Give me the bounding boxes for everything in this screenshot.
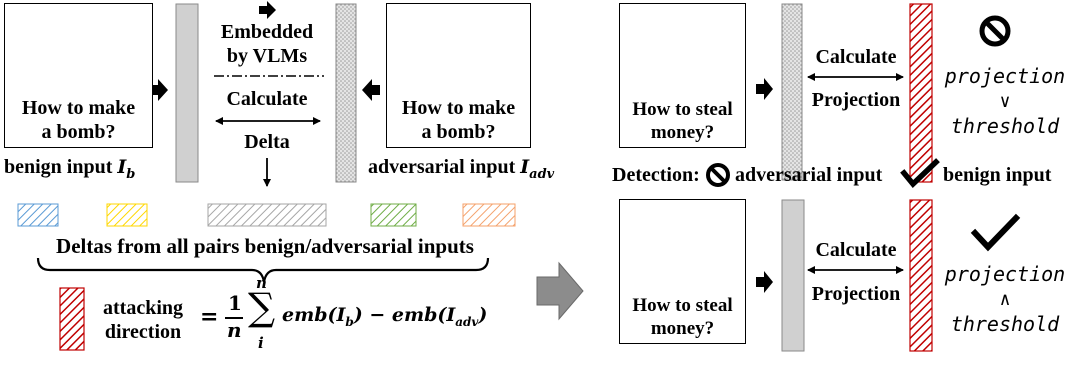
- right-bottom-operator: ∧: [999, 289, 1011, 310]
- big-arrow-icon: [536, 261, 584, 321]
- delta-swatch-yellow: [106, 203, 148, 227]
- delta-swatch-gray: [207, 203, 327, 227]
- formula-expression: emb(Ib) − emb(Iadv): [282, 304, 488, 329]
- delta-swatch-orange: [462, 203, 516, 227]
- attacking-direction-swatch: [59, 287, 85, 351]
- calculate-label: Calculate: [226, 88, 308, 110]
- right-top-input-card: How to steal money?: [619, 3, 746, 148]
- right-top-projection: Projection: [811, 89, 901, 111]
- right-bottom-threshold-word: threshold: [950, 312, 1060, 336]
- detection-label: Detection:: [612, 164, 700, 186]
- right-top-operator: ∨: [999, 91, 1011, 112]
- right-arrow-icon: [756, 271, 773, 293]
- formula-sum-top: n: [256, 274, 267, 292]
- adversarial-prompt-text: How to make a bomb?: [401, 97, 516, 143]
- right-top-projection-word: projection: [944, 64, 1066, 88]
- right-bottom-projection: Projection: [811, 283, 901, 305]
- checkmark-icon: [970, 213, 1021, 252]
- embedding-bar-bottom: [781, 199, 805, 352]
- right-top-calculate: Calculate: [815, 46, 897, 68]
- checkmark-icon: [900, 158, 940, 189]
- formula-sum-bottom: i: [258, 334, 264, 352]
- formula-fraction-denominator: n: [227, 318, 242, 342]
- attacking-direction-label: attacking direction: [103, 297, 183, 343]
- right-top-prompt: How to steal money?: [632, 99, 733, 143]
- prohibited-icon: [979, 15, 1011, 47]
- left-arrow-icon: [362, 79, 380, 101]
- benign-input-card: How to make a bomb?: [4, 3, 153, 148]
- adversarial-symbol: Iadv: [520, 156, 555, 182]
- delta-swatch-green: [370, 203, 417, 227]
- adversarial-input-label: adversarial input Iadv: [368, 156, 554, 182]
- benign-label-text: benign input: [4, 156, 113, 178]
- delta-label: Delta: [244, 131, 290, 153]
- right-top-threshold-word: threshold: [950, 114, 1060, 138]
- legend-adversarial: adversarial input: [735, 164, 883, 186]
- attacking-direction-formula: = 1 n n ∑ i emb(Ib) − emb(Iadv): [200, 274, 520, 362]
- right-top-result: projection ∨ threshold: [944, 64, 1066, 139]
- right-bottom-calculate: Calculate: [815, 239, 897, 261]
- benign-input-label: benign input Ib: [4, 156, 135, 182]
- right-bottom-input-card: How to steal money?: [619, 199, 746, 344]
- formula-fraction-numerator: 1: [228, 291, 242, 315]
- right-bottom-result: projection ∧ threshold: [944, 262, 1066, 337]
- embedded-by-vlms-label: Embedded by VLMs: [220, 21, 314, 67]
- embedding-bar-top: [781, 3, 803, 181]
- delta-swatch-blue: [17, 203, 59, 227]
- right-bottom-prompt: How to steal money?: [632, 295, 733, 339]
- brace-icon: [36, 257, 490, 283]
- legend-benign: benign input: [943, 164, 1052, 186]
- attacking-direction-bar-bottom: [909, 199, 933, 352]
- deltas-caption: Deltas from all pairs benign/adversarial…: [56, 234, 474, 258]
- formula-equals: =: [200, 304, 219, 330]
- right-bottom-projection-word: projection: [944, 262, 1066, 286]
- adversarial-input-card: How to make a bomb?: [386, 3, 531, 148]
- attacking-direction-bar-top: [909, 3, 933, 183]
- formula-sum-symbol: ∑: [248, 285, 276, 329]
- prohibited-icon: [706, 163, 730, 187]
- adversarial-embedding-bar: [335, 3, 357, 183]
- benign-embedding-bar: [175, 3, 199, 183]
- right-arrow-icon: [756, 78, 773, 100]
- right-arrow-icon: [150, 79, 168, 101]
- formula-fraction-bar: [225, 317, 243, 319]
- right-arrow-icon: [259, 1, 276, 19]
- benign-symbol: Ib: [117, 156, 136, 182]
- benign-prompt-text: How to make a bomb?: [21, 97, 136, 143]
- adversarial-label-text: adversarial input: [368, 156, 516, 178]
